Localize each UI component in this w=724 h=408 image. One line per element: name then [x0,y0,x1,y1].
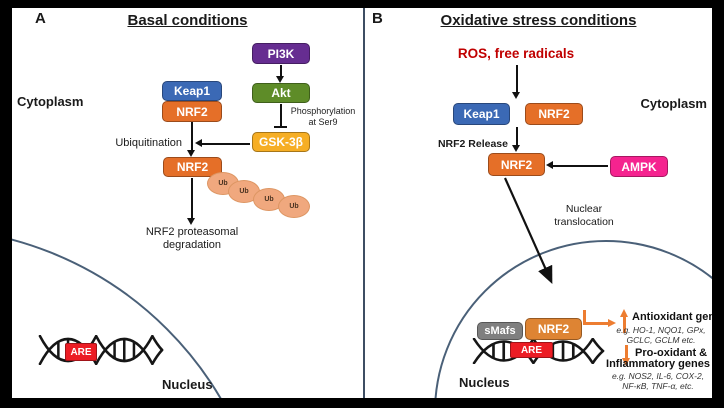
nrf2-free-node-label: NRF2 [500,157,533,172]
keap1-node-a-label: Keap1 [173,84,211,98]
degradation-label: NRF2 proteasomal degradation [145,226,239,251]
arrow-degradation [191,178,194,218]
nrf2-nuclear-node-label: NRF2 [537,322,570,336]
arrowhead-ampk-nrf2 [546,161,553,169]
nucleus-label-a: Nucleus [162,377,213,392]
phosphorylation-label: Phosphorylation at Ser9 [285,106,361,127]
ubiquitin-4: Ub [278,195,310,218]
are-element-a: ARE [65,343,97,361]
inhibition-bar-akt-gsk3b [274,126,287,129]
ros-label: ROS, free radicals [457,46,575,61]
nucleus-membrane-a [12,227,269,398]
pi3k-node-label: PI3K [267,46,295,61]
nrf2-free-node: NRF2 [488,153,545,176]
panel-a-label: A [35,10,46,27]
antioxidant-genes-examples: e.g. HO-1, NQO1, GPx, GCLC, GCLM etc. [616,325,706,345]
arrowhead-nrf2-release [512,145,520,152]
arrow-gsk3b-to-nrf2 [202,143,250,146]
keap1-node-a: Keap1 [162,81,222,101]
pi3k-node: PI3K [252,43,310,64]
gsk3b-node: GSK-3β [252,132,310,152]
antioxidant-genes-title: Antioxidant genes [632,311,712,323]
nuclear-translocation-label: Nuclear translocation [540,203,628,229]
panel-a-title: Basal conditions [127,12,248,29]
nuclear-translocation-line2: translocation [554,216,614,228]
are-element-b: ARE [510,342,553,358]
nrf2-ubiquitinated-label: NRF2 [176,160,209,174]
prooxidant-genes-title-line1: Pro-oxidant & [635,347,708,359]
nrf2-release-label: NRF2 Release [437,138,508,150]
nrf2-ubiquitinated-node: NRF2 [163,157,222,177]
ubiquitin-2-label: Ub [239,188,249,195]
figure-canvas: A Basal conditions Cytoplasm PI3K Akt Ph… [12,8,712,398]
ampk-node: AMPK [610,156,668,177]
akt-node: Akt [252,83,310,103]
nucleus-label-b: Nucleus [459,375,510,390]
gene-arrowhead [608,319,616,327]
dna-helix-b [472,338,605,364]
ubiquitination-label: Ubiquitination [115,137,182,149]
panel-b-label: B [372,10,383,27]
arrowhead-ros [512,92,520,99]
are-element-b-label: ARE [520,344,543,356]
ubiquitin-4-label: Ub [289,203,299,210]
ubiquitin-1-label: Ub [218,180,228,187]
ubiquitin-3: Ub [253,188,285,211]
arrow-nuclear-translocation [503,177,553,285]
nrf2-nuclear-node: NRF2 [525,318,582,340]
phosphorylation-line1: Phosphorylation [290,106,356,116]
down-arrow-prooxidant [622,358,630,366]
arrow-ros [516,65,519,92]
smafs-node-label: sMafs [484,325,516,337]
gsk3b-node-label: GSK-3β [259,135,303,149]
keap1-node-b: Keap1 [453,103,510,125]
arrow-akt-gsk3b [280,104,283,126]
up-arrow-antioxidant [620,309,628,317]
gene-arrow-elbow-horizontal [583,322,608,325]
smafs-node: sMafs [477,322,523,340]
gene-arrow-elbow-vertical [583,310,586,325]
panel-divider [363,8,365,398]
arrow-ubiquitination [191,122,194,150]
arrow-pi3k-akt [280,65,283,76]
phosphorylation-line2: at Ser9 [308,116,338,127]
are-element-a-label: ARE [70,346,92,358]
nrf2-bound-node-a-label: NRF2 [176,104,208,119]
akt-node-label: Akt [271,86,291,100]
prooxidant-genes-examples: e.g. NOS2, IL-6, COX-2, NF-κB, TNF-α, et… [611,371,705,391]
panel-b-title: Oxidative stress conditions [440,12,637,29]
cytoplasm-label-b: Cytoplasm [640,96,707,111]
ubiquitin-3-label: Ub [264,196,274,203]
arrow-nrf2-release [516,127,519,145]
down-arrow-prooxidant-shaft [625,345,628,358]
nuclear-translocation-line1: Nuclear [565,203,603,215]
arrowhead-gsk3b-to-nrf2 [195,139,202,147]
arrow-ampk-nrf2 [553,165,608,168]
dna-helix-a [38,335,164,365]
up-arrow-antioxidant-shaft [623,316,626,333]
nrf2-bound-node-a: NRF2 [162,101,222,122]
ampk-node-label: AMPK [621,159,657,174]
nrf2-bound-node-b-label: NRF2 [538,107,570,121]
nrf2-bound-node-b: NRF2 [525,103,583,125]
arrowhead-ubiquitination [187,150,195,157]
arrowhead-pi3k-akt [276,76,284,83]
prooxidant-genes-title-line2: Inflammatory genes [606,358,710,370]
arrowhead-degradation [187,218,195,225]
cytoplasm-label-a: Cytoplasm [17,94,84,109]
keap1-node-b-label: Keap1 [463,107,500,121]
